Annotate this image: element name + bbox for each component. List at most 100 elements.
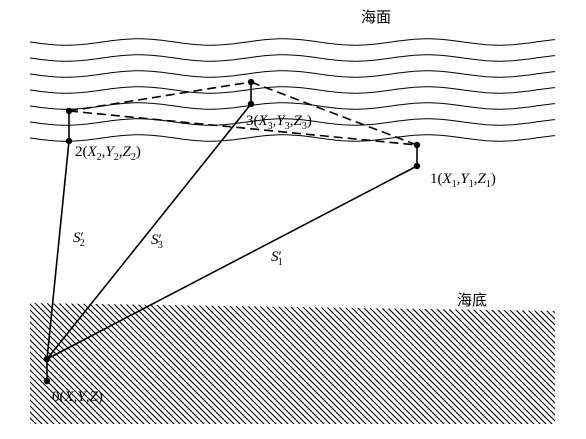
hatch-line: [463, 303, 555, 424]
wave-line-6: [29, 118, 556, 126]
hatch-line: [30, 303, 63, 424]
range-label-s1: S′1: [271, 249, 283, 268]
hatch-line: [433, 303, 555, 424]
hatch-line: [319, 303, 447, 424]
hatch-line: [139, 303, 267, 424]
point-1-label: 1(X1,Y1,Z1): [430, 171, 496, 190]
hatch-line: [127, 303, 255, 424]
hatch-line: [247, 303, 375, 424]
hatch-line: [181, 303, 309, 424]
hatch-line: [30, 303, 123, 424]
hatch-line: [572, 300, 586, 426]
hatch-line: [379, 303, 507, 424]
hatch-line: [373, 303, 501, 424]
hatch-line: [30, 303, 135, 424]
hatch-line: [566, 300, 586, 426]
hatch-line: [487, 303, 555, 424]
hatch-line: [277, 303, 405, 424]
hatch-line: [337, 303, 465, 424]
hatch-line: [349, 303, 477, 424]
hatch-line: [421, 303, 549, 424]
hatch-line: [151, 303, 279, 424]
hatch-line: [175, 303, 303, 424]
point-0-label: 0(X,Y,Z): [52, 389, 103, 405]
hatch-line: [403, 303, 531, 424]
hatch-line: [578, 300, 586, 426]
range-label-s2: S′2: [73, 230, 85, 249]
hatch-line: [103, 303, 231, 424]
hatch-line: [217, 303, 345, 424]
hatch-line: [30, 303, 81, 424]
hatch-line: [30, 303, 57, 424]
hatch-line: [55, 303, 183, 424]
hatch-line: [427, 303, 555, 424]
wave-line-4: [29, 86, 556, 94]
hatch-line: [30, 303, 141, 424]
hatch-line: [271, 303, 399, 424]
hatch-line: [61, 303, 189, 424]
hatch-line: [457, 303, 555, 424]
hatch-line: [30, 303, 99, 424]
point-0: [43, 355, 51, 363]
hatch-line: [499, 303, 555, 424]
hatch-line: [30, 303, 87, 424]
hatch-line: [115, 303, 243, 424]
hatch-line: [301, 303, 429, 424]
hatch-line: [97, 303, 225, 424]
wave-line-7: [29, 134, 556, 142]
hatch-line: [157, 303, 285, 424]
hatch-line: [49, 303, 177, 424]
hatch-line: [145, 303, 273, 424]
hatch-line: [0, 300, 26, 426]
hatch-line: [391, 303, 519, 424]
hatch-line: [313, 303, 441, 424]
hatch-line: [439, 303, 555, 424]
hatch-line: [79, 303, 207, 424]
hatch-line: [475, 303, 555, 424]
hatch-line: [85, 303, 213, 424]
hatch-line: [343, 303, 471, 424]
hatch-line: [187, 303, 315, 424]
hatch-line: [37, 303, 165, 424]
hatch-line: [30, 303, 33, 424]
wave-line-5: [29, 102, 556, 110]
hatch-line: [0, 300, 14, 426]
hatch-line: [361, 303, 489, 424]
hatch-line: [517, 303, 555, 424]
hatch-line: [193, 303, 321, 424]
hatch-line: [529, 303, 555, 424]
hatch-line: [265, 303, 393, 424]
hatch-line: [331, 303, 459, 424]
wave-line-3: [29, 70, 556, 78]
point-3-label: 3(X3,Y3,Z3): [246, 113, 312, 132]
point-2: [65, 137, 73, 145]
hatch-line: [30, 303, 75, 424]
hatch-line: [355, 303, 483, 424]
hatch-line: [415, 303, 543, 424]
hatch-line: [30, 303, 105, 424]
hatch-line: [511, 303, 555, 424]
slant-ranges: [46, 103, 418, 381]
hatch-line: [223, 303, 351, 424]
hatch-line: [385, 303, 513, 424]
hatch-line: [253, 303, 381, 424]
hatch-line: [73, 303, 201, 424]
hatch-line: [397, 303, 525, 424]
transponder-triangle: [68, 81, 418, 146]
point-1: [413, 162, 421, 170]
hatch-line: [30, 303, 93, 424]
points: [43, 78, 421, 385]
hatch-line: [30, 303, 69, 424]
edge-3-1: [250, 81, 418, 146]
hatch-line: [31, 303, 159, 424]
hatch-line: [451, 303, 555, 424]
hatch-line: [199, 303, 327, 424]
hatch-line: [30, 303, 147, 424]
hatch-line: [505, 303, 555, 424]
point-2-top: [65, 107, 73, 115]
hatch-line: [289, 303, 417, 424]
hatch-line: [30, 303, 117, 424]
hatch-line: [43, 303, 171, 424]
